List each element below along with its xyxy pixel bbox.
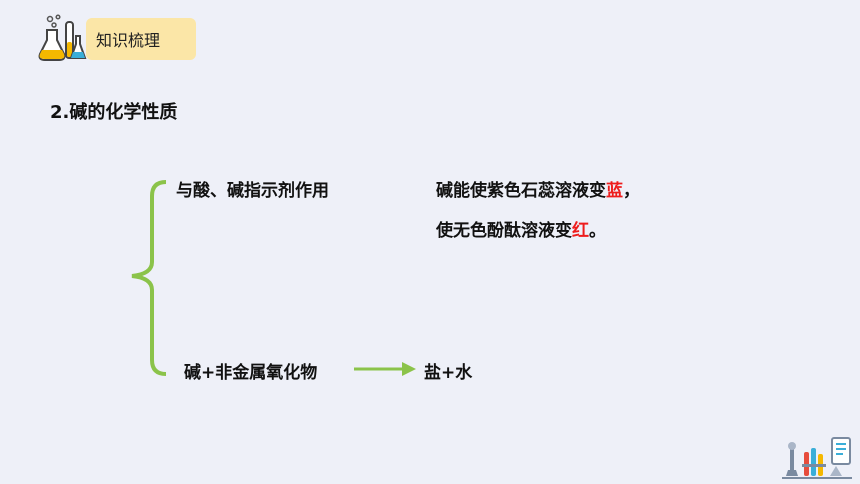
reaction-result: 盐+水 <box>424 363 473 383</box>
desc-line2-highlight: 红 <box>572 221 589 241</box>
section-tag-label: 知识梳理 <box>96 31 161 50</box>
left-brace <box>131 180 166 376</box>
indicator-reaction-label: 与酸、碱指示剂作用 <box>176 181 329 201</box>
desc-line1-suffix: ， <box>623 181 640 201</box>
indicator-description-line-2: 使无色酚酞溶液变红。 <box>436 216 606 241</box>
desc-line2-suffix: 。 <box>589 221 606 241</box>
section-tag: 知识梳理 <box>86 18 196 60</box>
chemistry-flask-icon <box>38 14 87 61</box>
desc-line1-highlight: 蓝 <box>606 181 623 201</box>
desc-line1-text: 碱能使紫色石蕊溶液变 <box>436 181 606 201</box>
reaction-arrow-icon <box>354 362 416 376</box>
nonmetal-oxide-reaction-label: 碱+非金属氧化物 <box>184 363 318 383</box>
indicator-description-line-1: 碱能使紫色石蕊溶液变蓝， <box>436 176 640 201</box>
desc-line2-text: 使无色酚酞溶液变 <box>436 221 572 241</box>
section-title: 2.碱的化学性质 <box>50 102 178 123</box>
lab-equipment-icon <box>782 437 852 479</box>
